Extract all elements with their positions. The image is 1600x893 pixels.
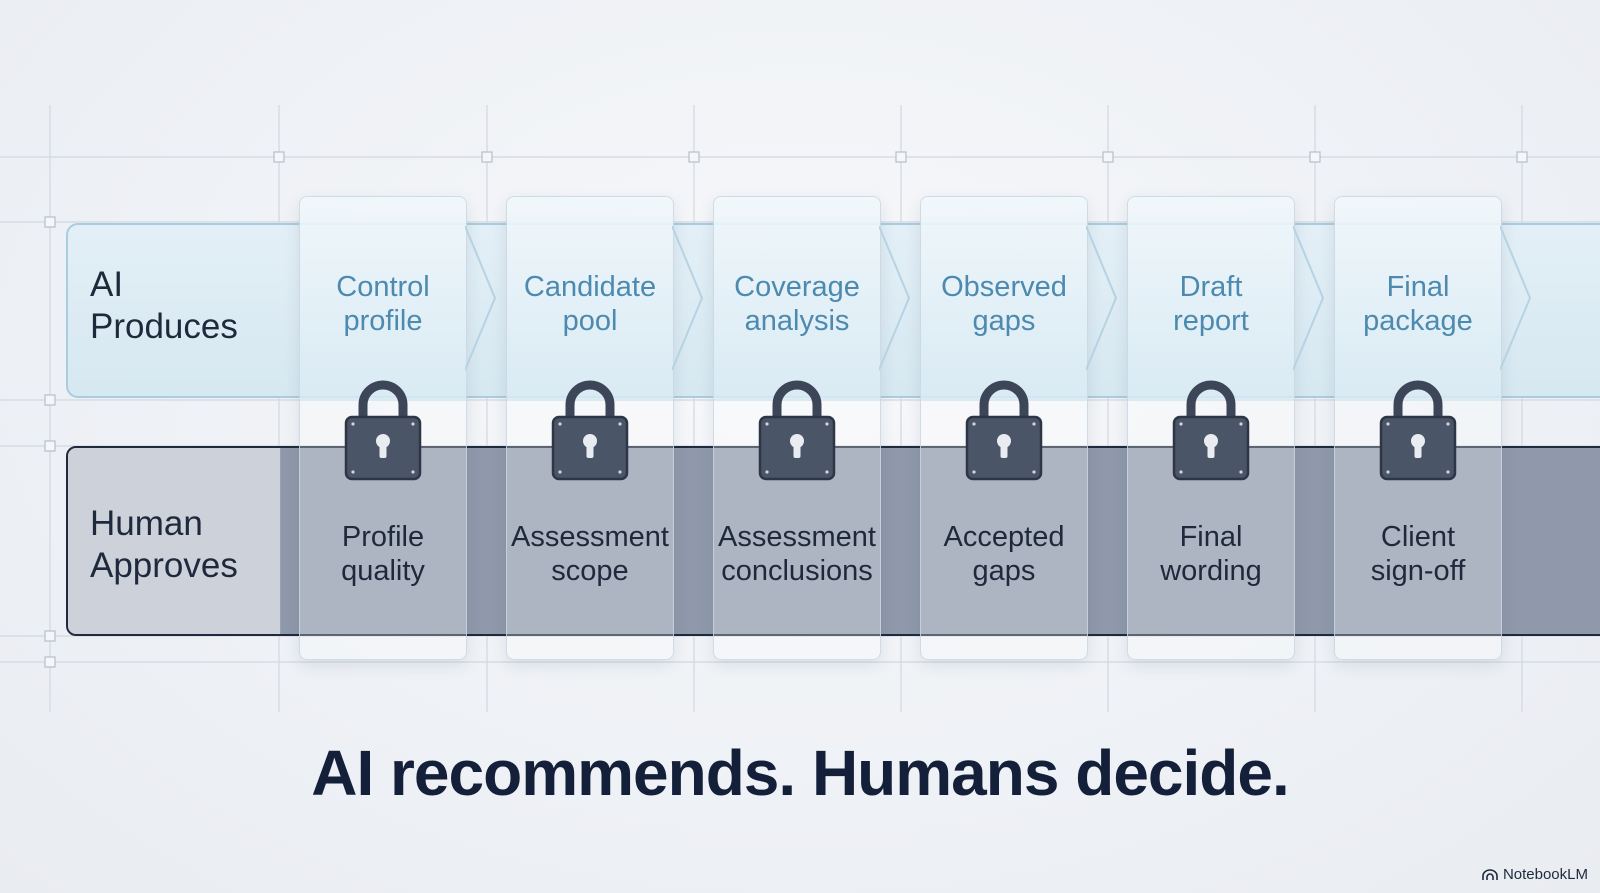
notebooklm-logo-icon [1482, 868, 1498, 880]
step-card [713, 196, 881, 660]
notebooklm-watermark: NotebookLM [1482, 866, 1588, 883]
padlock-icon [1172, 380, 1250, 481]
padlock-icon [344, 380, 422, 481]
headline: AI recommends. Humans decide. [311, 737, 1290, 809]
row-label-ai-produces: AI Produces [90, 265, 238, 346]
ai-step-label: Control profile [336, 271, 430, 337]
chevron-arrow-icon [465, 225, 497, 371]
chevron-arrow-icon [879, 225, 911, 371]
chevron-arrow-icon [1500, 225, 1532, 371]
ai-step-label: Draft report [1173, 271, 1249, 337]
brand-name: NotebookLM [1502, 866, 1588, 883]
step-card-ai-area [507, 197, 673, 401]
human-step-label: Accepted gaps [943, 521, 1065, 587]
human-approves-label-cell [68, 448, 281, 634]
human-step-label: Client sign-off [1370, 521, 1466, 587]
padlock-icon [965, 380, 1043, 481]
step-card-ai-area [921, 197, 1087, 401]
ai-step-label: Coverage analysis [734, 271, 860, 337]
human-step-label: Profile quality [341, 521, 425, 587]
ai-step-label: Final package [1363, 271, 1473, 337]
chevron-arrow-icon [1086, 225, 1118, 371]
step-card [1127, 196, 1295, 660]
step-card-ai-area [714, 197, 880, 401]
human-step-label: Final wording [1160, 521, 1262, 587]
human-step-label: Assessment scope [511, 521, 669, 587]
step-card-ai-area [1128, 197, 1294, 401]
row-label-human-approves: Human Approves [90, 504, 238, 585]
step-card-ai-area [1335, 197, 1501, 401]
ai-step-label: Candidate pool [523, 271, 657, 337]
padlock-icon [551, 380, 629, 481]
chevron-arrow-icon [672, 225, 704, 371]
padlock-icon [1379, 380, 1457, 481]
human-step-label: Assessment conclusions [718, 521, 876, 587]
chevron-arrow-icon [1293, 225, 1325, 371]
padlock-icon [758, 380, 836, 481]
ai-step-label: Observed gaps [941, 271, 1067, 337]
step-card-ai-area [300, 197, 466, 401]
